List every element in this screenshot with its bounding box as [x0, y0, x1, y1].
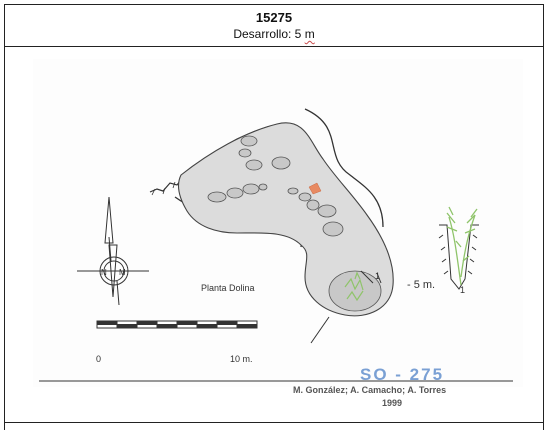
depth-label: - 5 m.	[407, 279, 436, 291]
compass-north-label: N	[101, 268, 107, 277]
cave-record-code: 15275	[255, 10, 293, 25]
record-sheet: 15275 Desarrollo: 5 m	[4, 4, 544, 430]
development-unit: m	[304, 27, 315, 41]
survey-year: 1999	[382, 398, 403, 408]
plan-section-marker: 1	[375, 271, 380, 281]
cave-wall-east	[304, 108, 384, 228]
development-label: Desarrollo: 5	[233, 27, 305, 41]
survey-authors: M. González; A. Camacho; A. Torres	[293, 385, 447, 395]
entrance-marker	[308, 182, 322, 195]
compass-magnetic-label: M	[119, 268, 126, 277]
development-line: Desarrollo: 5 m	[5, 27, 543, 41]
cave-code: SO - 275	[360, 365, 445, 384]
scale-end-label: 10 m.	[230, 354, 253, 364]
topography-cell: 1 N M	[5, 47, 543, 423]
boulders	[207, 135, 382, 312]
cave-survey-drawing: 1 N M	[33, 59, 523, 387]
scale-start-label: 0	[96, 354, 102, 364]
north-arrow	[77, 196, 149, 306]
section-view	[438, 224, 479, 290]
cave-wall-southwest	[310, 316, 330, 344]
plan-label: Planta Dolina	[201, 283, 255, 293]
plan-vegetation	[344, 271, 364, 302]
dolina-plan	[178, 122, 394, 317]
scale-bar	[96, 320, 258, 329]
section-line	[360, 270, 374, 284]
record-header: 15275 Desarrollo: 5 m	[5, 5, 543, 47]
section-tick	[376, 272, 382, 284]
section-number: 1	[460, 285, 466, 295]
section-vegetation	[446, 206, 478, 286]
